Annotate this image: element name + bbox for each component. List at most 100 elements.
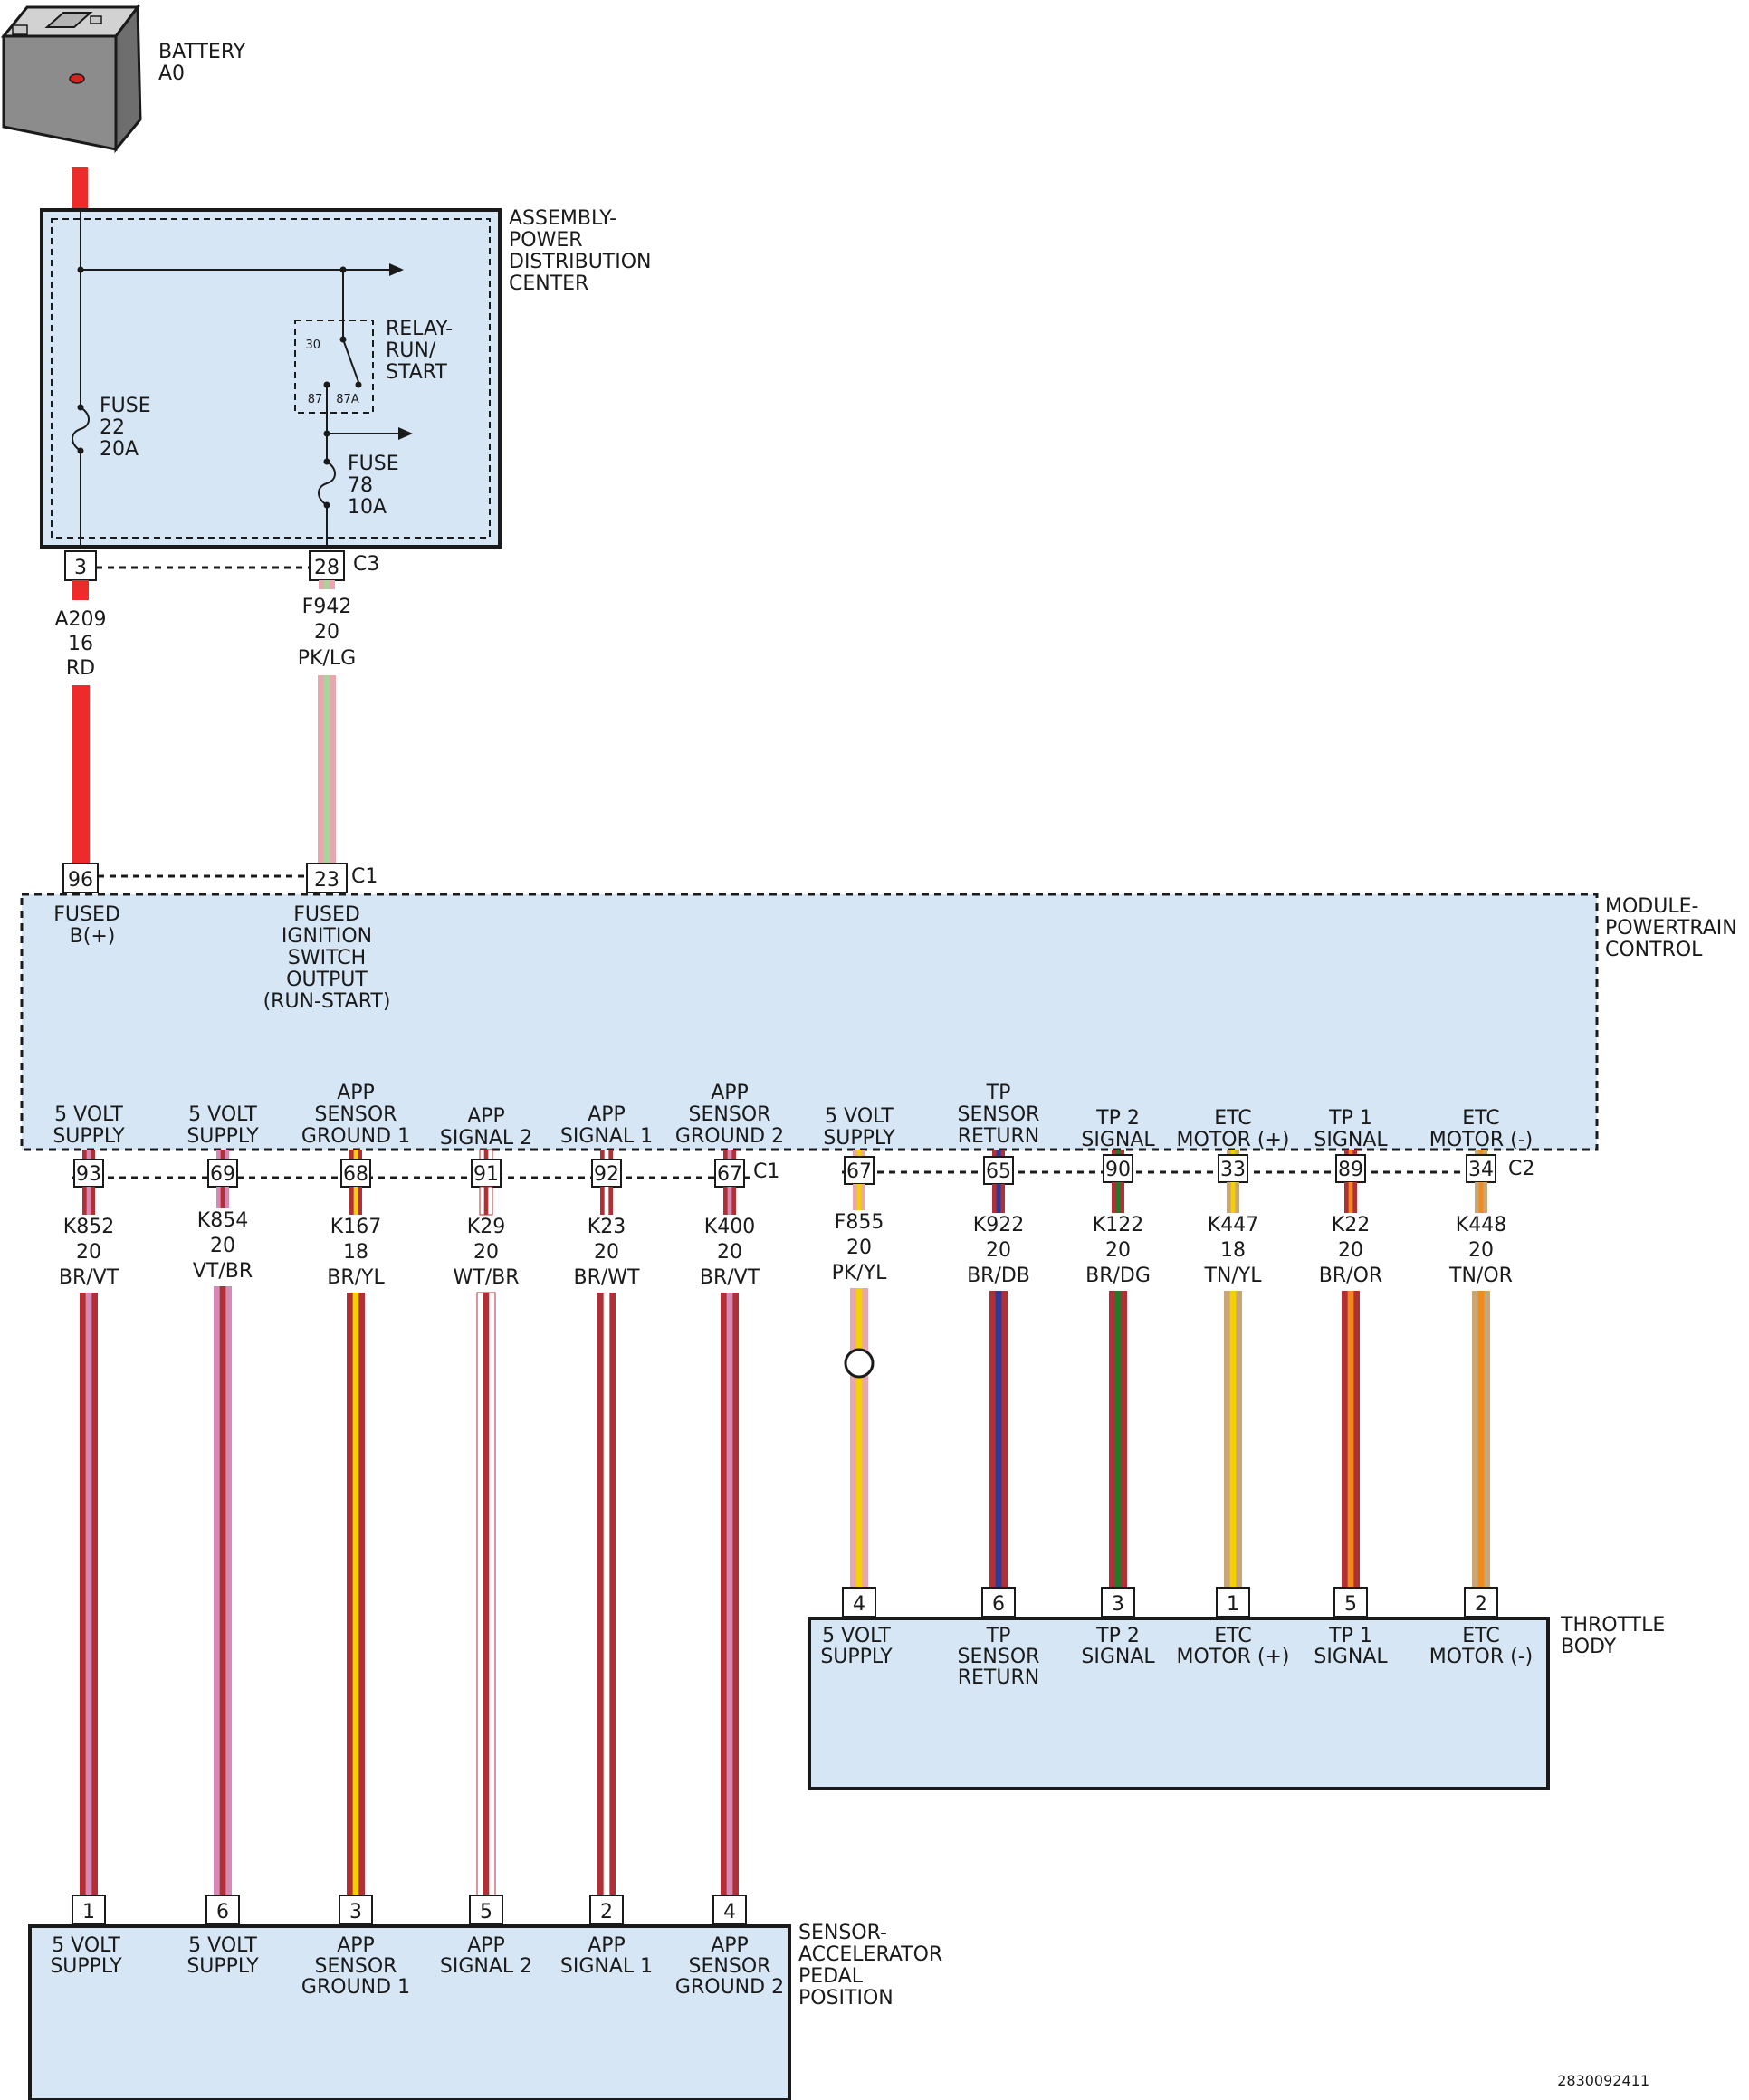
svg-text:K29: K29 xyxy=(467,1216,505,1238)
pcm-pin-33-k447 xyxy=(1218,1154,1248,1183)
svg-text:K22: K22 xyxy=(1332,1214,1370,1236)
svg-text:PK/YL: PK/YL xyxy=(832,1262,888,1284)
svg-text:CENTER: CENTER xyxy=(509,272,588,295)
svg-text:RETURN: RETURN xyxy=(958,1125,1039,1148)
svg-text:IGNITION: IGNITION xyxy=(282,925,372,948)
svg-text:SIGNAL 2: SIGNAL 2 xyxy=(440,1955,532,1978)
wire-k854 xyxy=(214,1286,232,1895)
svg-text:SENSOR: SENSOR xyxy=(689,1955,771,1978)
svg-text:ETC: ETC xyxy=(1462,1625,1499,1647)
svg-text:WT/BR: WT/BR xyxy=(454,1266,520,1289)
svg-text:SUPPLY: SUPPLY xyxy=(186,1955,259,1978)
svg-text:GROUND 2: GROUND 2 xyxy=(675,1125,784,1148)
svg-text:34: 34 xyxy=(1468,1159,1494,1181)
svg-text:FUSED: FUSED xyxy=(293,903,360,926)
svg-text:93: 93 xyxy=(76,1163,101,1186)
splice-icon xyxy=(844,1348,874,1379)
pcm-label-fused-b-plus: FUSED B(+) xyxy=(53,903,120,948)
wire-pinstub-k447 xyxy=(1227,1182,1239,1213)
svg-text:22: 22 xyxy=(100,416,125,439)
wire-pinstub-k922 xyxy=(992,1184,1005,1213)
pcm-pin-67-f855 xyxy=(844,1156,874,1185)
svg-text:RD: RD xyxy=(66,657,95,680)
svg-text:BODY: BODY xyxy=(1561,1636,1617,1658)
svg-text:SENSOR: SENSOR xyxy=(315,1103,397,1126)
wire-k852 xyxy=(80,1293,98,1895)
svg-text:TP: TP xyxy=(986,1625,1011,1647)
svg-text:GROUND 1: GROUND 1 xyxy=(301,1976,410,1999)
relay-pin-87: 87 xyxy=(308,393,323,406)
svg-text:GROUND 2: GROUND 2 xyxy=(675,1976,784,1999)
app-sensor-name: SENSOR- ACCELERATOR PEDAL POSITION xyxy=(798,1922,942,2009)
wire-stub-k854 xyxy=(216,1150,229,1160)
svg-text:68: 68 xyxy=(343,1163,368,1186)
wire-stub-k400 xyxy=(723,1150,736,1160)
svg-text:89: 89 xyxy=(1338,1159,1363,1181)
svg-text:5: 5 xyxy=(1344,1593,1357,1616)
relay-name: RELAY- RUN/ START xyxy=(386,318,453,384)
svg-text:5: 5 xyxy=(480,1901,492,1923)
accelerator-pedal-position-sensor xyxy=(28,1924,791,2100)
fuse-22-label: FUSE 22 20A xyxy=(100,395,151,461)
throttle-body-name: THROTTLE BODY xyxy=(1560,1614,1665,1658)
svg-text:5 VOLT: 5 VOLT xyxy=(188,1934,257,1957)
pcm-pin-67-k400 xyxy=(714,1159,745,1188)
wire-pinstub-k23 xyxy=(600,1187,613,1215)
svg-text:TP: TP xyxy=(986,1082,1011,1104)
svg-text:APP: APP xyxy=(467,1934,505,1957)
svg-text:K854: K854 xyxy=(197,1209,248,1232)
svg-text:DISTRIBUTION: DISTRIBUTION xyxy=(509,251,652,273)
wire-a209-lower xyxy=(72,685,90,864)
svg-text:ETC: ETC xyxy=(1214,1107,1251,1130)
svg-text:20: 20 xyxy=(594,1241,619,1264)
svg-text:3: 3 xyxy=(74,557,87,579)
wire-pinstub-k854 xyxy=(216,1187,229,1208)
svg-text:20: 20 xyxy=(1338,1239,1363,1262)
svg-text:BR/VT: BR/VT xyxy=(700,1266,760,1289)
wire-stub-f855 xyxy=(853,1150,865,1157)
svg-text:MOTOR (+): MOTOR (+) xyxy=(1177,1129,1290,1151)
relay-pin-30: 30 xyxy=(305,339,320,352)
battery-feed-wire xyxy=(72,167,88,211)
svg-text:APP: APP xyxy=(711,1082,749,1104)
svg-text:K122: K122 xyxy=(1093,1214,1143,1236)
wire-a209-label: A209 16 RD xyxy=(54,608,106,680)
pdc-name: ASSEMBLY- POWER DISTRIBUTION CENTER xyxy=(509,207,652,295)
svg-text:20: 20 xyxy=(314,621,339,644)
svg-text:OUTPUT: OUTPUT xyxy=(286,969,368,991)
pcm-connector-c1: C1 xyxy=(753,1160,779,1183)
wire-stub-k122 xyxy=(1112,1150,1124,1155)
wire-k22 xyxy=(1342,1291,1360,1588)
svg-text:MOTOR (+): MOTOR (+) xyxy=(1177,1646,1290,1668)
svg-text:96: 96 xyxy=(68,869,93,892)
svg-text:2: 2 xyxy=(600,1901,613,1923)
throttle-body-pin-1 xyxy=(1216,1587,1250,1618)
svg-text:20: 20 xyxy=(1105,1239,1131,1262)
wire-pinstub-k167 xyxy=(349,1187,362,1215)
svg-text:92: 92 xyxy=(594,1163,619,1186)
svg-text:BR/DB: BR/DB xyxy=(967,1265,1030,1287)
svg-text:SIGNAL: SIGNAL xyxy=(1081,1646,1155,1668)
svg-text:FUSE: FUSE xyxy=(100,395,151,417)
svg-text:BR/YL: BR/YL xyxy=(327,1266,385,1289)
